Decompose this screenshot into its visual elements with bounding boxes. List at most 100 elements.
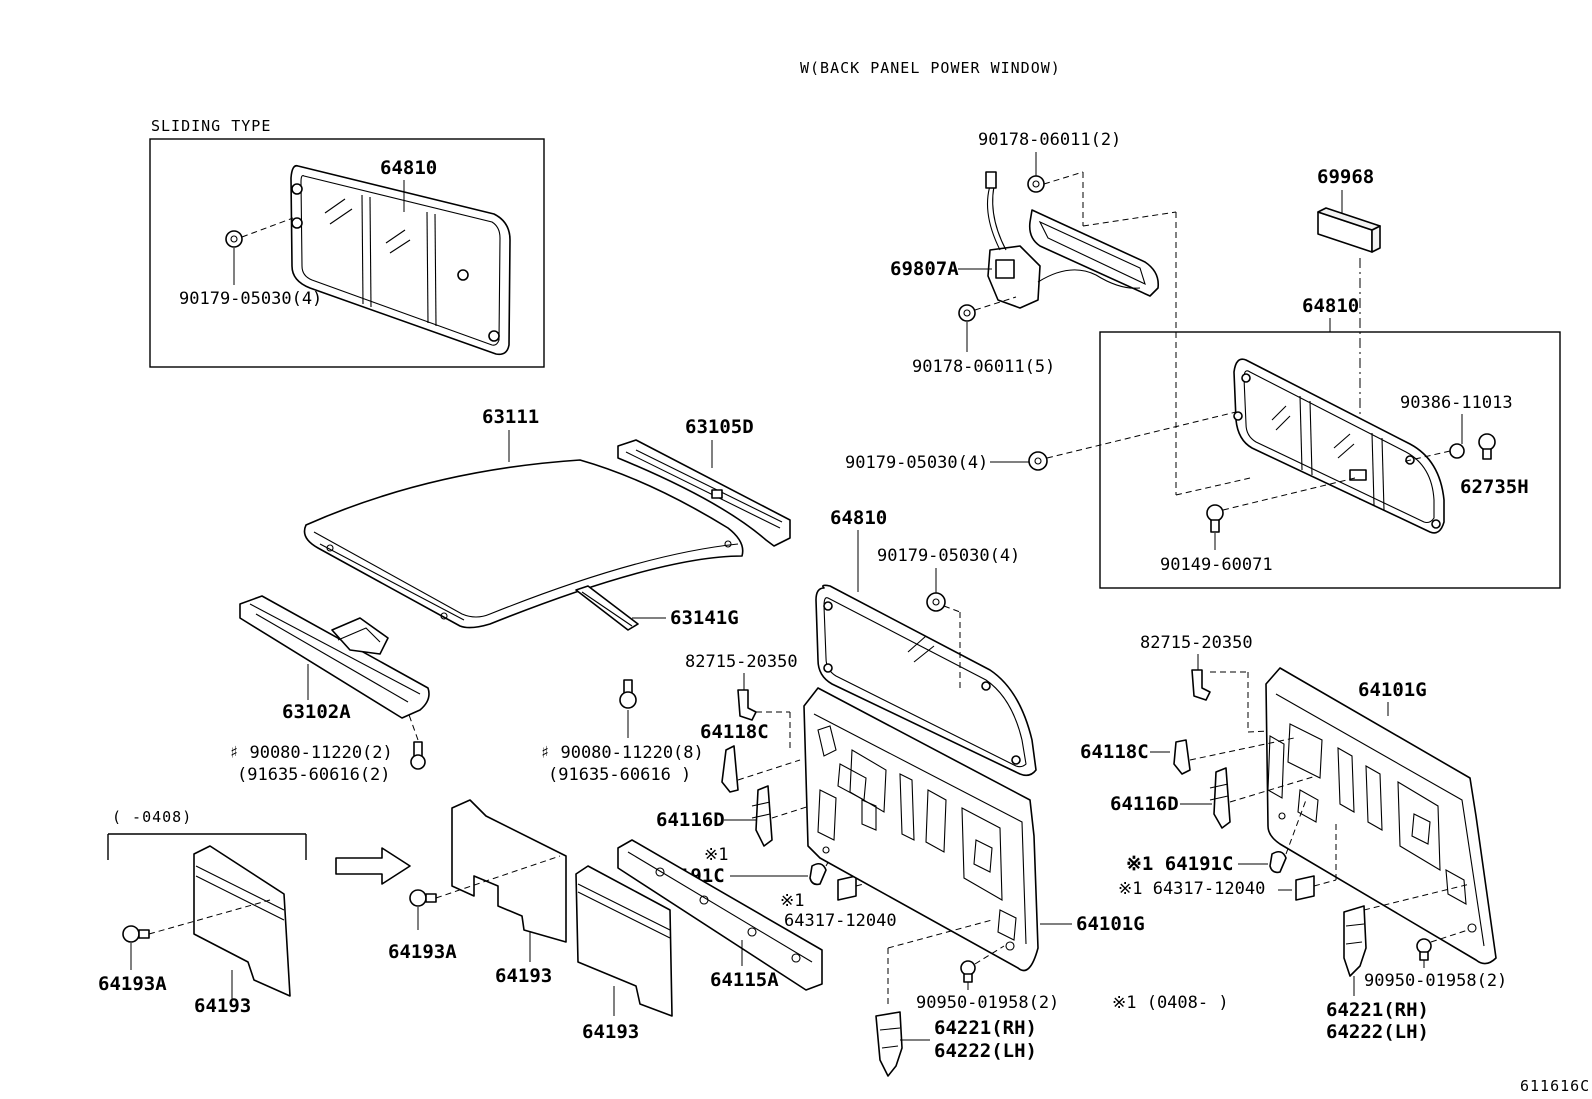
clip-82715-mid[interactable] — [737, 689, 757, 721]
clip-64191C-mid[interactable] — [809, 862, 827, 886]
label-63102A: 63102A — [282, 701, 351, 723]
label-90386: 90386-11013 — [1400, 393, 1513, 413]
label-64221-mid: 64221(RH) — [934, 1017, 1037, 1039]
roof-panel-63111[interactable] — [303, 459, 744, 629]
direction-arrow — [335, 847, 411, 885]
label-64191C-mid-mark: ※1 — [704, 845, 728, 865]
sliding-type-box — [149, 138, 545, 368]
pad-64317-right[interactable] — [1295, 875, 1315, 901]
bracket-64118C-mid[interactable] — [721, 745, 739, 793]
label-64810-sliding: 64810 — [380, 157, 437, 179]
silencer-64193-mid[interactable] — [451, 799, 567, 943]
label-90179-main: 90179-05030(4) — [877, 546, 1020, 566]
sliding-rear-window[interactable] — [290, 164, 511, 356]
sliding-type-header: SLIDING TYPE — [151, 117, 271, 135]
label-64193-mid2: 64193 — [582, 1021, 639, 1043]
label-64118C-right: 64118C — [1080, 741, 1149, 763]
bolt-90149[interactable] — [1206, 504, 1224, 533]
reinforcement-64115A[interactable] — [617, 839, 823, 991]
label-64222-right: 64222(LH) — [1326, 1021, 1429, 1043]
roof-group: 63111 63105D 63141G — [239, 406, 791, 723]
label-90080-mid: ♯ 90080-11220(8) — [540, 743, 704, 763]
footnote: ※1 (0408- ) — [1112, 993, 1229, 1013]
silencer-left-group: 64193 64193A — [98, 833, 411, 1017]
label-69807A: 69807A — [890, 258, 959, 280]
label-64810-power: 64810 — [1302, 295, 1359, 317]
clip-64193A-left[interactable] — [122, 925, 150, 943]
sliding-type-group: 64810 90179-05030(4) — [149, 138, 545, 368]
label-64101G-right: 64101G — [1358, 679, 1427, 701]
label-90149: 90149-60071 — [1160, 555, 1273, 575]
rear-window-64810[interactable] — [815, 584, 1037, 777]
roof-bow-63141G[interactable] — [575, 585, 639, 631]
regulator-69807A[interactable] — [985, 171, 1160, 309]
back-panel-64101G-mid[interactable] — [803, 687, 1039, 972]
label-64193A-left: 64193A — [98, 973, 167, 995]
label-63141G: 63141G — [670, 607, 739, 629]
silencer-mid-group: 64193 64193A 64193 64115A — [388, 799, 823, 1043]
label-91635-left: (91635-60616(2) — [237, 765, 391, 785]
clip-64191C-right[interactable] — [1269, 850, 1287, 874]
nut-90178-top[interactable] — [1027, 175, 1045, 193]
bracket-64116D-right[interactable] — [1209, 767, 1231, 829]
date-range-before: ( -0408) — [112, 808, 192, 826]
label-90179-power: 90179-05030(4) — [845, 453, 988, 473]
label-69968: 69968 — [1317, 166, 1374, 188]
label-90950-mid: 90950-01958(2) — [916, 993, 1059, 1013]
bolt-90080-left[interactable] — [410, 741, 426, 770]
nut-90179-power[interactable] — [1028, 451, 1048, 471]
label-64810-main: 64810 — [830, 507, 887, 529]
clip-64193A-mid[interactable] — [409, 889, 437, 907]
label-64222-mid: 64222(LH) — [934, 1040, 1037, 1062]
diagram-code: 611616C — [1520, 1077, 1590, 1095]
nut-90178-bottom[interactable] — [958, 304, 976, 322]
nut-90179-main[interactable] — [926, 592, 946, 612]
power-window-group: 90178-06011(2) 69807A 90178-06011(5) — [845, 130, 1561, 589]
label-82715-mid: 82715-20350 — [685, 652, 798, 672]
label-64191C-right: ※1 64191C — [1126, 853, 1233, 875]
label-64101G-mid: 64101G — [1076, 913, 1145, 935]
silencer-64193-left[interactable] — [193, 845, 291, 997]
header-panel-63105D[interactable] — [617, 439, 791, 547]
label-64317-mid-mark: ※1 — [780, 891, 804, 911]
label-64221-right: 64221(RH) — [1326, 999, 1429, 1021]
label-90080-left: ♯ 90080-11220(2) — [229, 743, 393, 763]
label-64118C-mid: 64118C — [700, 721, 769, 743]
label-90178-bottom: 90178-06011(5) — [912, 357, 1055, 377]
pad-64317-mid[interactable] — [837, 875, 857, 901]
nut-90386[interactable] — [1449, 443, 1465, 459]
bracket-64116D-mid[interactable] — [751, 785, 773, 847]
label-90179-sliding: 90179-05030(4) — [179, 289, 322, 309]
label-90950-right: 90950-01958(2) — [1364, 971, 1507, 991]
label-91635-mid: (91635-60616 ) — [548, 765, 691, 785]
clip-90950-right[interactable] — [1416, 938, 1432, 961]
label-64317-right: ※1 64317-12040 — [1118, 879, 1265, 899]
label-62735H: 62735H — [1460, 476, 1529, 498]
clip-90950-mid[interactable] — [960, 960, 976, 983]
bracket-64221-right[interactable] — [1343, 905, 1367, 977]
clip-62735H[interactable] — [1478, 433, 1496, 460]
label-64193-left: 64193 — [194, 995, 251, 1017]
nut-90179-sliding[interactable] — [225, 230, 243, 248]
label-90178-top: 90178-06011(2) — [978, 130, 1121, 150]
silencer-64193-mid2[interactable] — [575, 865, 673, 1017]
label-64317-mid: 64317-12040 — [784, 911, 897, 931]
back-panel-right-group: 82715-20350 64101G 64118C — [1080, 633, 1507, 1043]
rear-header-63102A[interactable] — [239, 595, 430, 719]
label-64193A-mid: 64193A — [388, 941, 457, 963]
label-82715-right: 82715-20350 — [1140, 633, 1253, 653]
bracket-64221-mid[interactable] — [875, 1011, 903, 1077]
label-64193-mid: 64193 — [495, 965, 552, 987]
bolt-90080-mid[interactable] — [619, 679, 637, 709]
bracket-64118C-right[interactable] — [1173, 739, 1191, 775]
label-64115A: 64115A — [710, 969, 779, 991]
power-rear-window[interactable] — [1233, 358, 1445, 534]
garnish-69968[interactable] — [1317, 207, 1381, 253]
label-63111: 63111 — [482, 406, 539, 428]
back-panel-64101G-right[interactable] — [1265, 667, 1497, 965]
clip-82715-right[interactable] — [1191, 669, 1211, 701]
label-64116D-right: 64116D — [1110, 793, 1179, 815]
label-63105D: 63105D — [685, 416, 754, 438]
main-window-group: 64810 90179-05030(4) — [815, 507, 1037, 777]
